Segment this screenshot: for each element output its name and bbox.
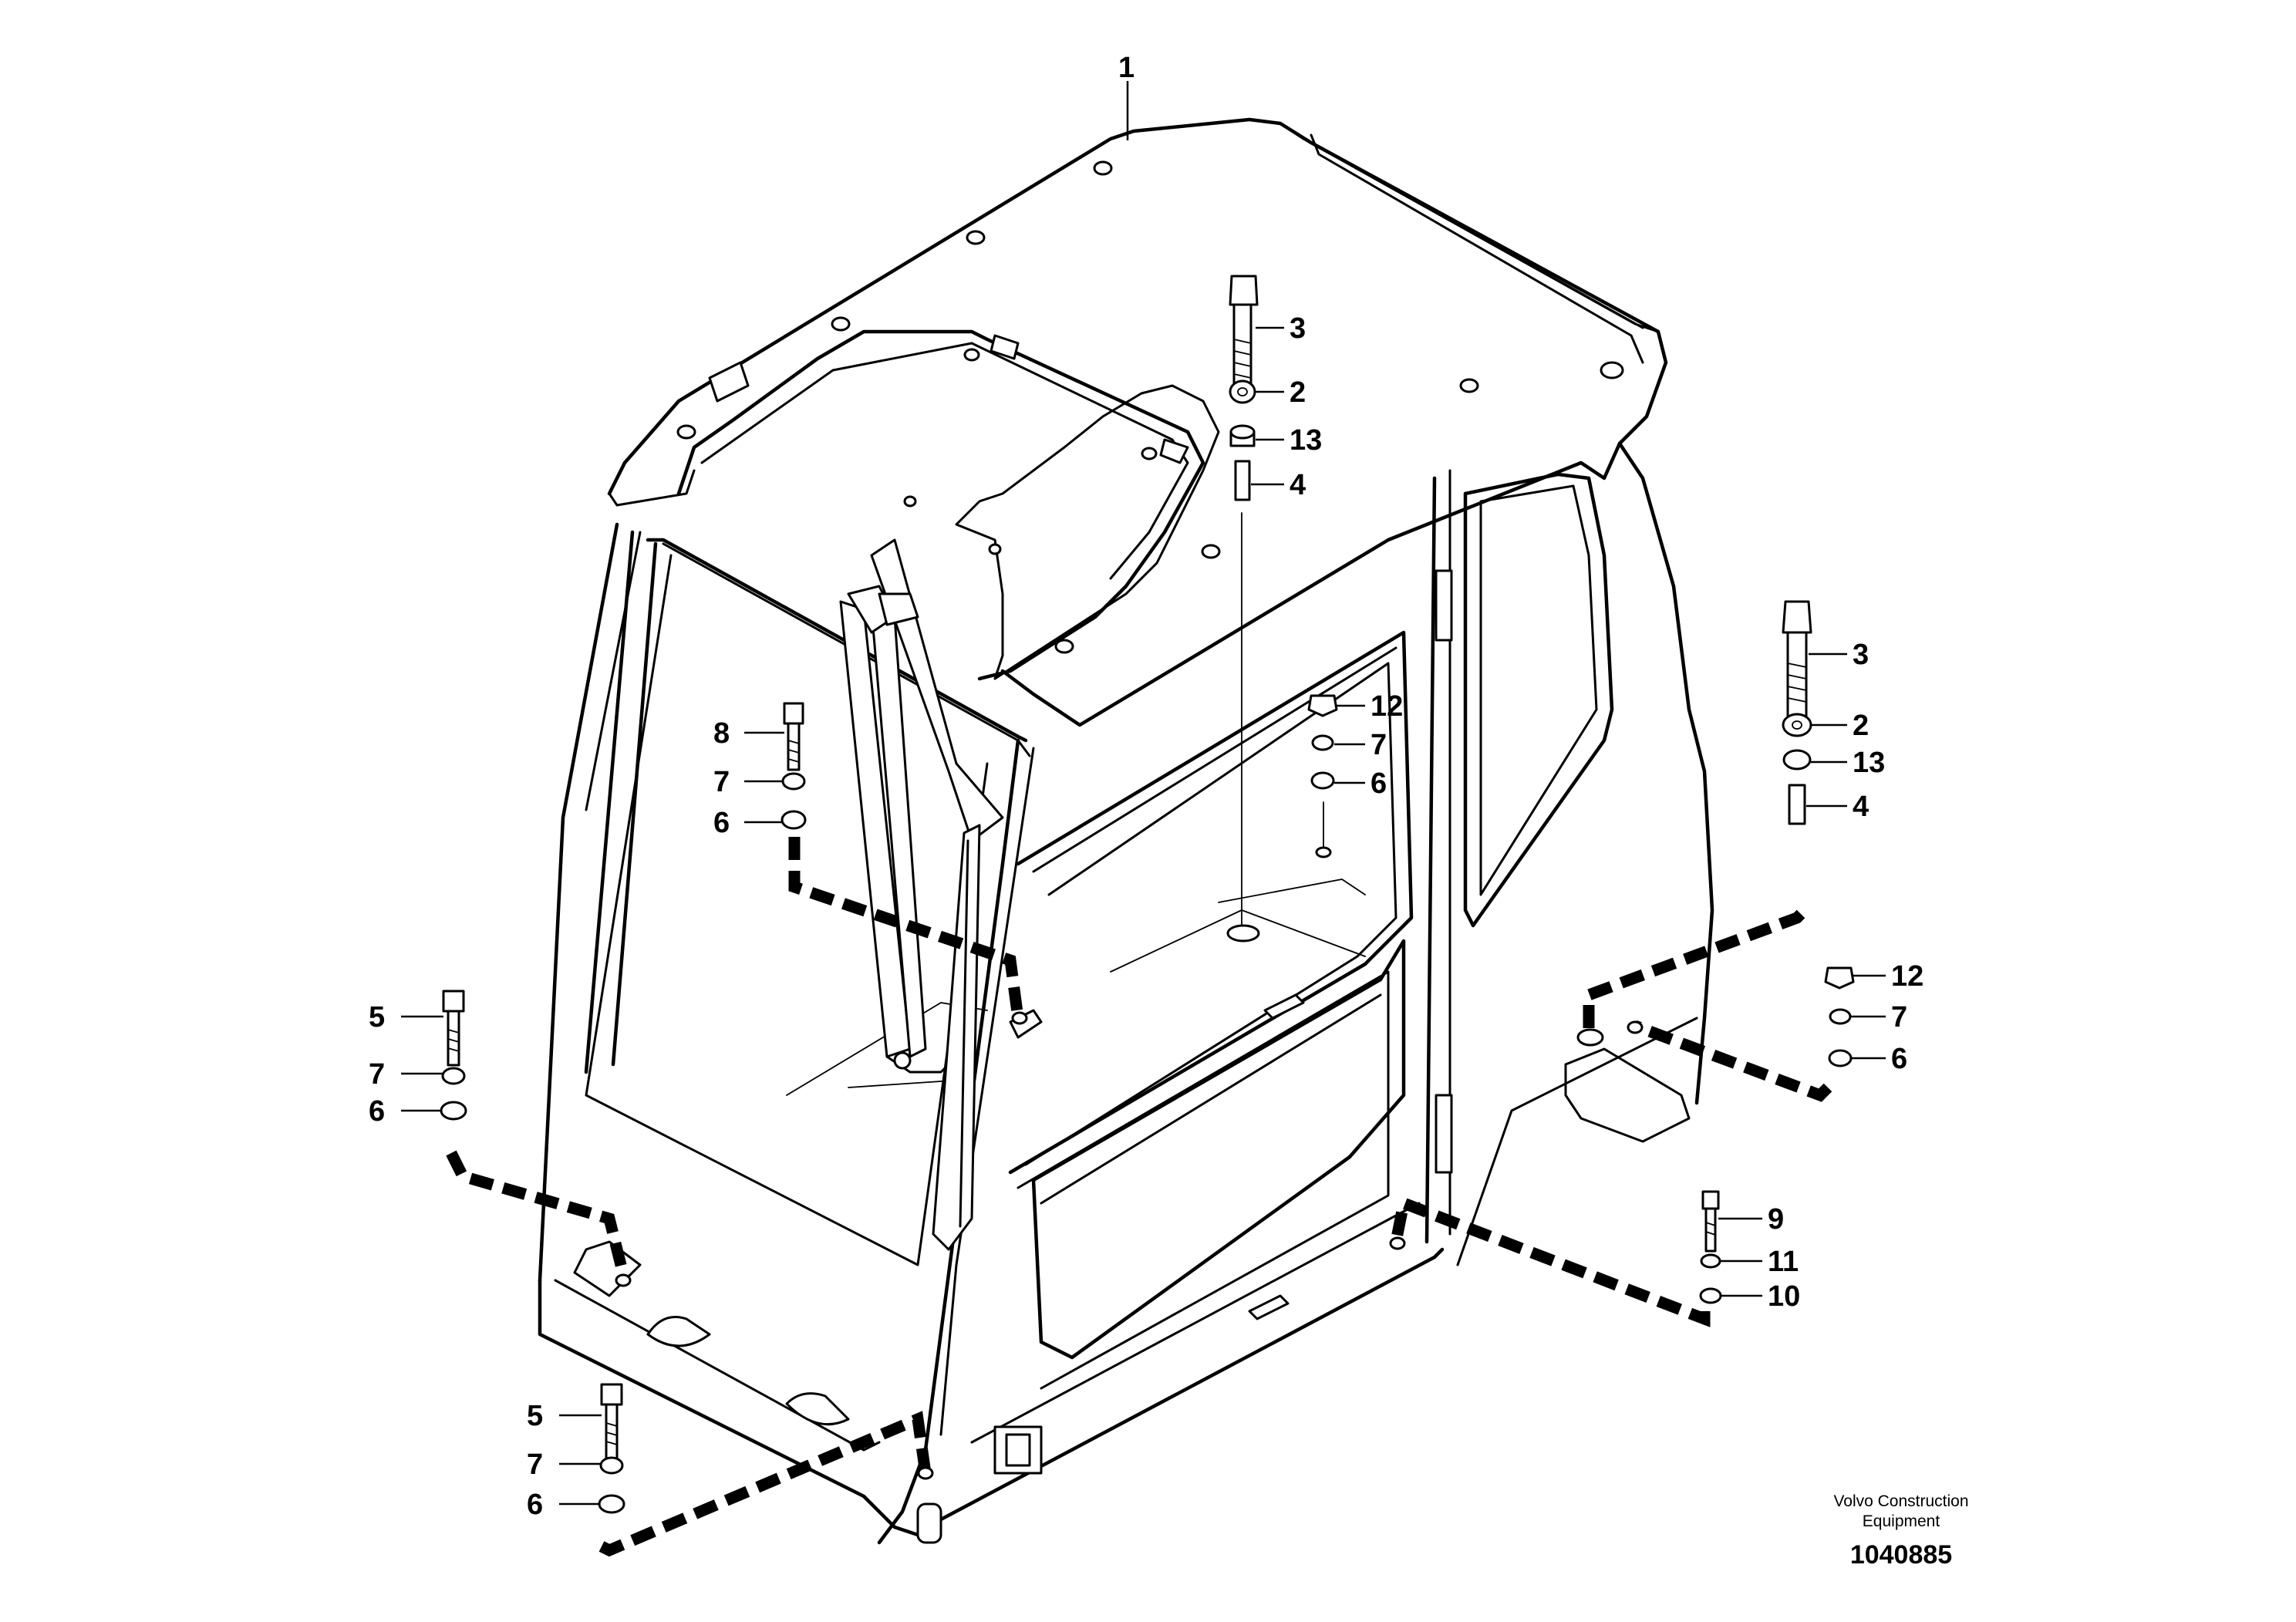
roof-fastener-holes (676, 160, 1624, 654)
callout-6-right: 6 (1891, 1043, 1907, 1075)
callout-7-left-center: 7 (713, 766, 730, 798)
bolt-stack-lower-right (1699, 1190, 1722, 1304)
drawing-reference-number: 1040885 (1850, 1540, 1952, 1570)
leader-lines (401, 81, 1886, 1506)
callout-10: 10 (1768, 1280, 1800, 1313)
callout-5-left: 5 (369, 1001, 385, 1034)
callout-7-left: 7 (369, 1058, 385, 1091)
brand-line-1: Volvo Construction (1833, 1492, 1968, 1510)
cab-body (538, 117, 1714, 1545)
callout-4-right: 4 (1853, 791, 1869, 823)
mounting-guide-lines (446, 512, 1832, 1557)
callout-8: 8 (713, 717, 730, 750)
wiper-assembly (839, 538, 1004, 1251)
callout-7-center: 7 (1371, 729, 1387, 761)
callout-labels: 1 3 2 13 4 3 2 13 4 12 7 6 12 7 6 8 7 6 … (369, 52, 1923, 1521)
callout-11: 11 (1768, 1246, 1799, 1278)
footer-brand: Volvo Construction Equipment 1040885 (1833, 1492, 1968, 1570)
callout-2-right: 2 (1853, 710, 1869, 742)
nut-stack-center (1307, 694, 1338, 790)
bolt-stack-bottom-left (598, 1383, 625, 1514)
callout-5-bottom: 5 (527, 1400, 543, 1432)
callout-13-right: 13 (1853, 747, 1885, 779)
roof-outline (607, 117, 1668, 496)
nut-stack-right (1824, 966, 1855, 1067)
bolt-stack-roof (1229, 275, 1259, 501)
bolt-stack-center-left (781, 702, 807, 830)
callout-3-roof: 3 (1290, 312, 1306, 345)
callout-6-left-center: 6 (713, 807, 730, 839)
callout-6-left: 6 (369, 1095, 385, 1128)
bolt-stack-right (1782, 600, 1812, 825)
callout-3-right: 3 (1853, 639, 1869, 671)
callout-1: 1 (1118, 52, 1135, 84)
callout-7-bottom: 7 (527, 1448, 543, 1481)
callout-12-center: 12 (1371, 690, 1403, 723)
callout-4-roof: 4 (1290, 469, 1306, 501)
callout-13-roof: 13 (1290, 424, 1322, 457)
callout-12-right: 12 (1891, 960, 1923, 993)
fasteners (440, 275, 1855, 1514)
bolt-stack-left (440, 990, 467, 1121)
callout-6-center: 6 (1371, 767, 1387, 800)
callout-2-roof: 2 (1290, 376, 1306, 409)
brand-line-2: Equipment (1863, 1512, 1940, 1530)
callout-9: 9 (1768, 1203, 1784, 1236)
callout-7-right: 7 (1891, 1001, 1907, 1034)
callout-6-bottom: 6 (527, 1489, 543, 1521)
